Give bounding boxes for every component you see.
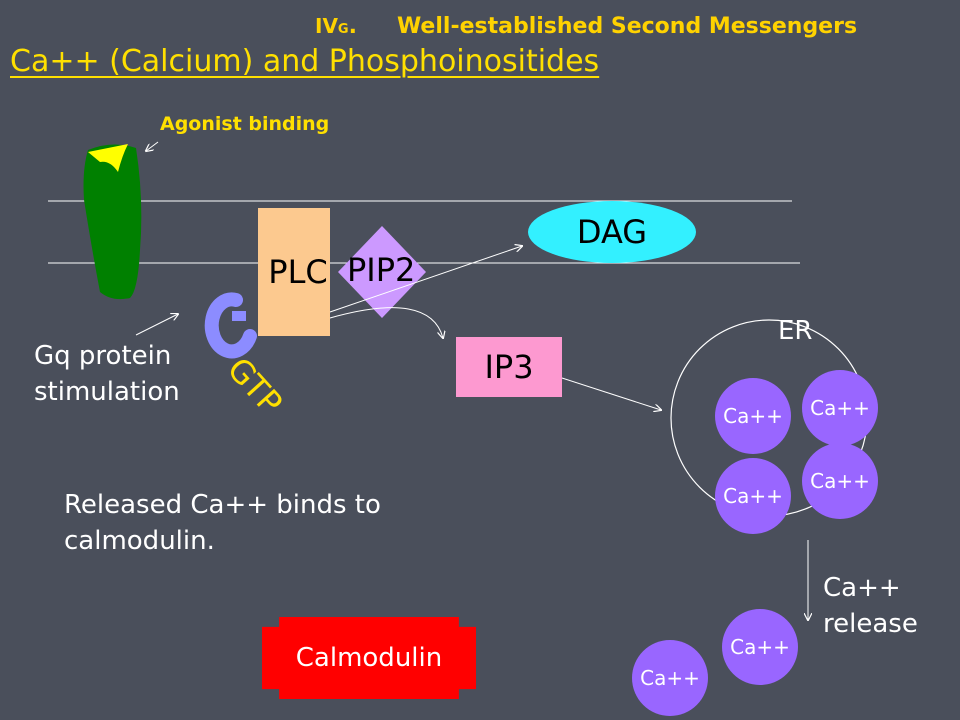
er-calcium-ion: Ca++ xyxy=(802,370,878,446)
pip2-to-ip3-arrow xyxy=(329,307,443,338)
plc-label: PLC xyxy=(268,253,328,291)
agonist-arrow xyxy=(146,141,159,151)
section-title: Well-established Second Messengers xyxy=(396,14,858,39)
er-calcium-ion: Ca++ xyxy=(715,378,791,454)
agonist-binding-label: Agonist binding xyxy=(160,113,330,135)
section-header: IVG. Well-established Second Messengers xyxy=(315,14,857,39)
dag-label: DAG xyxy=(576,213,648,251)
plc-box: PLC xyxy=(258,208,330,336)
ip3-label: IP3 xyxy=(484,348,534,386)
pip2-to-dag-arrow xyxy=(329,246,522,313)
er-calcium-ion: Ca++ xyxy=(802,443,878,519)
released-line2: calmodulin. xyxy=(64,526,215,556)
dag-ellipse: DAG xyxy=(528,201,696,263)
slide-title: Ca++ (Calcium) and Phosphoinositides xyxy=(10,44,600,79)
section-period: . xyxy=(348,14,357,39)
gq-arrow xyxy=(135,314,178,336)
gq-line1: Gq protein xyxy=(34,341,172,371)
calmodulin-label: Calmodulin xyxy=(295,643,443,673)
pip2-label: PIP2 xyxy=(347,251,416,289)
er-label: ER xyxy=(778,316,813,346)
section-letter: G xyxy=(337,22,349,37)
released-calcium-ion: Ca++ xyxy=(722,609,798,685)
released-ca-note: Released Ca++ binds to calmodulin. xyxy=(64,487,381,559)
ip3-box: IP3 xyxy=(456,337,562,397)
released-line1: Released Ca++ binds to xyxy=(64,490,381,520)
ip3-to-er-arrow xyxy=(561,377,661,410)
release-line2: release xyxy=(823,609,918,639)
ligand-shape xyxy=(88,144,128,172)
released-calcium-ion: Ca++ xyxy=(632,640,708,716)
er-calcium-ion: Ca++ xyxy=(715,458,791,534)
section-number: IV xyxy=(315,14,338,38)
receptor-shape xyxy=(83,144,142,300)
ca-release-label: Ca++ release xyxy=(823,570,918,642)
gq-stimulation-label: Gq protein stimulation xyxy=(34,338,180,410)
calmodulin-shape: Calmodulin xyxy=(262,617,476,699)
release-line1: Ca++ xyxy=(823,573,901,603)
g-protein-shape xyxy=(204,292,257,359)
pip2-diamond xyxy=(338,226,426,318)
gq-line2: stimulation xyxy=(34,377,180,407)
